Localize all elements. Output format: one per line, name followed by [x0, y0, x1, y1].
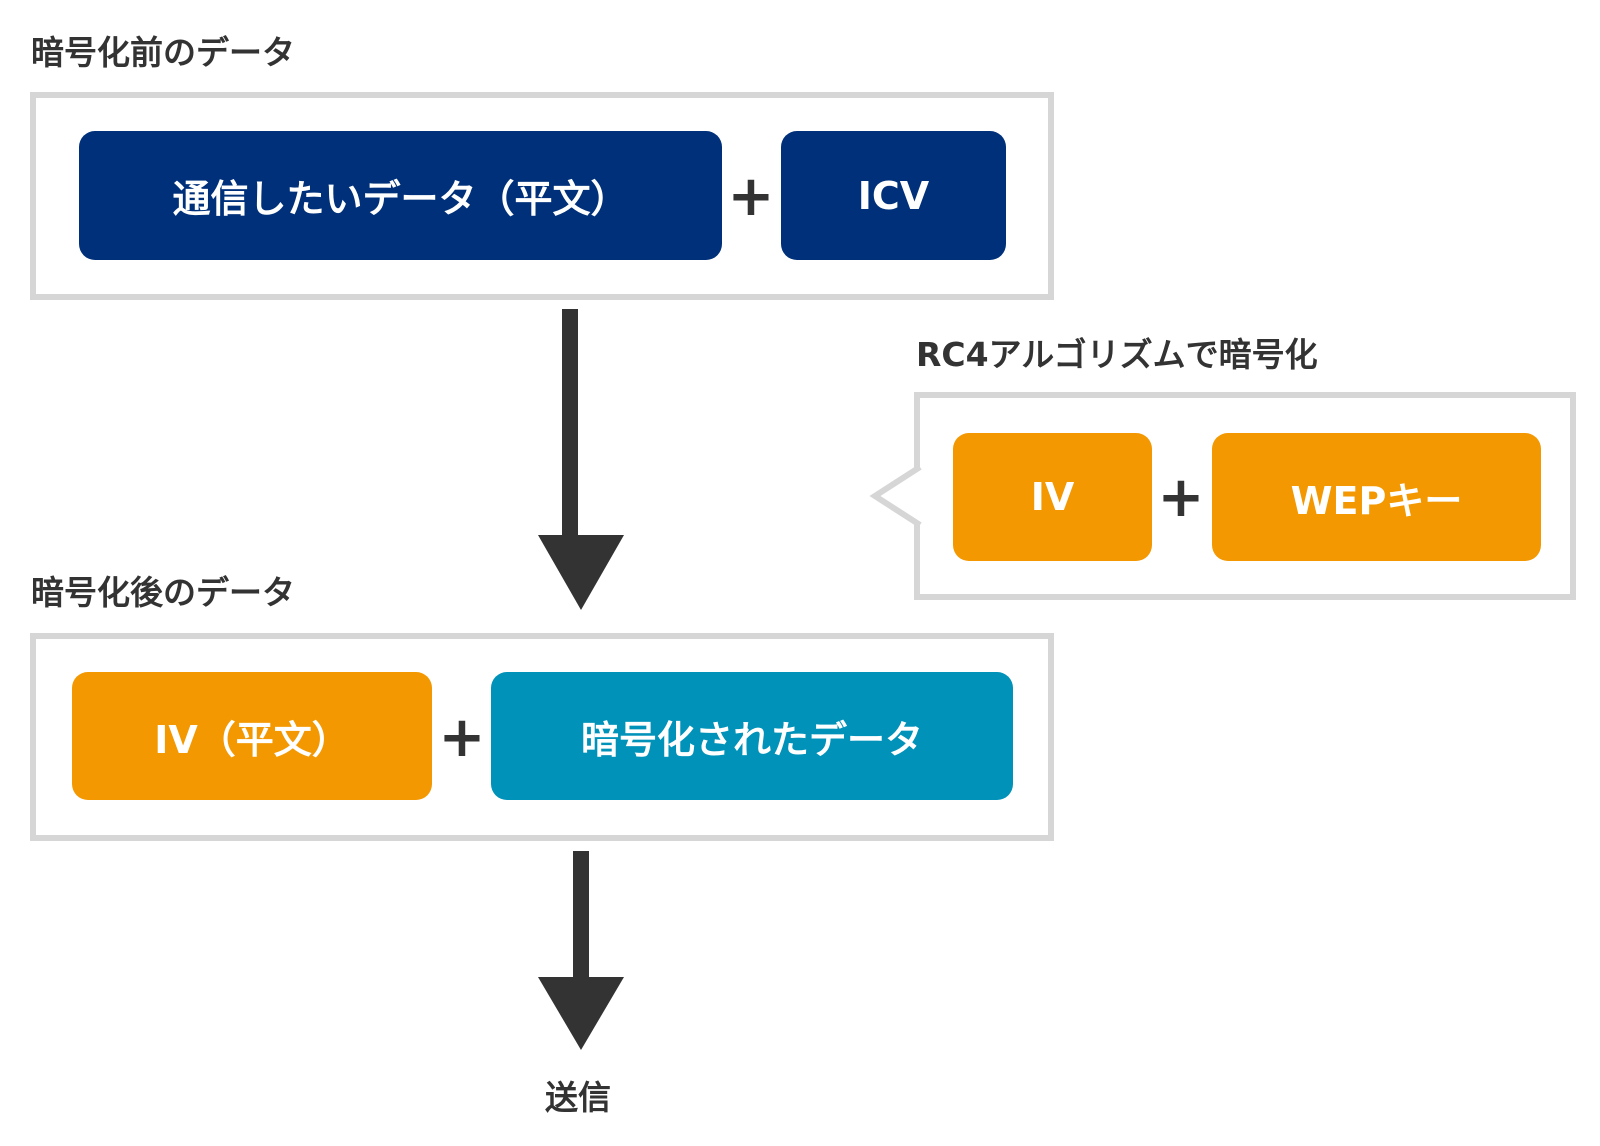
iv-plaintext-block: IV（平文）: [72, 672, 432, 800]
icv-block: ICV: [781, 131, 1006, 260]
send-flow-arrow: [538, 851, 624, 1050]
plus-sign-rc4: +: [1157, 465, 1205, 530]
iv-block: IV: [953, 433, 1152, 561]
send-label: 送信: [545, 1078, 611, 1117]
plus-sign-after: +: [438, 705, 486, 770]
encrypted-data-block: 暗号化されたデータ: [491, 672, 1013, 800]
after-encryption-heading: 暗号化後のデータ: [31, 573, 295, 612]
plus-sign-before: +: [727, 164, 775, 229]
encrypt-flow-arrow: [538, 309, 624, 610]
plaintext-data-block: 通信したいデータ（平文）: [79, 131, 722, 260]
wep-key-block: WEPキー: [1212, 433, 1541, 561]
rc4-heading: RC4アルゴリズムで暗号化: [916, 335, 1318, 374]
before-encryption-heading: 暗号化前のデータ: [31, 33, 295, 72]
